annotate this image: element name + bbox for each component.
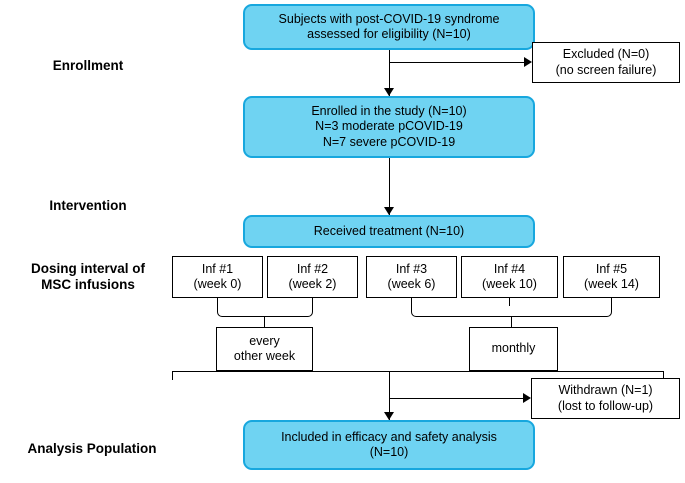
connector-to-withdrawn [389,398,529,399]
box-enrolled: Enrolled in the study (N=10) N=3 moderat… [243,96,535,158]
bracket-every-other-week [217,306,313,317]
connector-bracket-to-monthly [511,317,512,327]
infusion-label-4: Inf #4(week 10) [482,261,537,292]
box-excluded: Excluded (N=0) (no screen failure) [532,42,680,83]
arrowhead-to-enrolled [384,88,394,96]
stub-infusion-1 [217,298,218,306]
bracket-monthly [411,306,612,317]
box-analysis: Included in efficacy and safety analysis… [243,420,535,470]
stub-infusion-4 [509,298,510,306]
connector-enrolled-to-treatment [389,158,390,215]
arrowhead-to-withdrawn [523,393,531,403]
box-screened: Subjects with post-COVID-19 syndrome ass… [243,4,535,50]
arrowhead-to-treatment [384,207,394,215]
box-withdrawn: Withdrawn (N=1) (lost to follow-up) [531,378,680,419]
infusion-label-1: Inf #1(week 0) [193,261,242,292]
infusion-box-5: Inf #5(week 14) [563,256,660,298]
connector-bracket-to-every-other-week [264,317,265,327]
bracket-all-infusions [172,371,664,380]
connector-screened-to-enrolled [389,50,390,96]
stage-label-enrollment: Enrollment [52,58,124,73]
infusion-box-3: Inf #3(week 6) [366,256,457,298]
connector-to-excluded [389,62,530,63]
box-monthly: monthly [469,327,558,371]
arrowhead-to-analysis [384,412,394,420]
stage-label-dosing: Dosing interval of MSC infusions [30,261,145,292]
infusion-box-1: Inf #1(week 0) [172,256,263,298]
infusion-label-5: Inf #5(week 14) [584,261,639,292]
stub-infusion-3 [411,298,412,306]
stage-label-intervention: Intervention [49,198,127,213]
infusion-box-2: Inf #2(week 2) [267,256,358,298]
infusion-box-4: Inf #4(week 10) [461,256,558,298]
box-treatment: Received treatment (N=10) [243,215,535,248]
stub-infusion-2 [312,298,313,306]
connector-infusions-to-analysis [389,372,390,420]
arrowhead-to-excluded [524,57,532,67]
stage-label-analysis: Analysis Population [27,441,157,456]
infusion-label-2: Inf #2(week 2) [288,261,337,292]
stub-infusion-5 [611,298,612,306]
infusion-label-3: Inf #3(week 6) [387,261,436,292]
box-every-other-week: every other week [216,327,313,371]
